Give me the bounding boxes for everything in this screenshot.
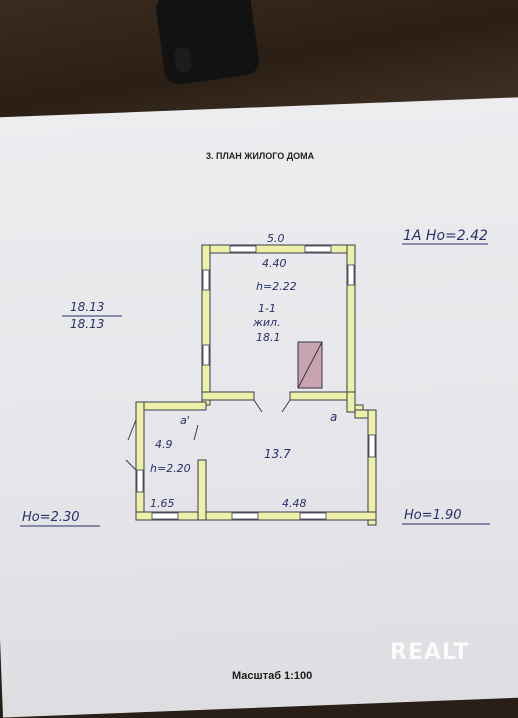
room-a1-letter: a' <box>180 414 190 427</box>
wall-divider-right <box>289 391 356 401</box>
room-1-name: жил. <box>253 316 281 329</box>
wall-left-upper <box>201 244 211 406</box>
height-left: Ho=2.30 <box>22 510 80 525</box>
total-area-bottom: 18.13 <box>70 317 105 331</box>
wall-left-a1 <box>135 401 145 521</box>
floor-plan-drawing <box>20 243 490 527</box>
wall-top-a1 <box>135 401 207 411</box>
room-a-width: 4.48 <box>282 497 307 510</box>
stove-icon <box>297 341 323 389</box>
scale-label: Масштаб 1:100 <box>232 670 313 682</box>
wall-divider-left <box>201 391 255 401</box>
wall-right-lower <box>367 409 377 526</box>
room-a1-height: h=2.20 <box>150 462 191 475</box>
underlines <box>20 243 490 527</box>
label-1a-height: 1А Ho=2.42 <box>403 228 488 244</box>
wall-bottom-a <box>197 511 377 521</box>
room-a-area: 13.7 <box>264 447 291 461</box>
height-right: Ho=1.90 <box>404 508 462 523</box>
realt-watermark: REALT <box>390 640 470 665</box>
room-1-outer-width: 5.0 <box>267 232 285 245</box>
wall-right-step <box>346 391 356 413</box>
total-area-top: 18.13 <box>70 300 105 314</box>
room-1-inner-width: 4.40 <box>262 257 287 270</box>
plan-title: 3. ПЛАН ЖИЛОГО ДОМА <box>206 151 315 161</box>
room-1-area: 18.1 <box>256 331 281 344</box>
windows <box>136 245 376 520</box>
room-1-number: 1-1 <box>258 302 276 315</box>
room-a-letter: a <box>330 410 338 424</box>
doors <box>125 399 291 471</box>
room-1-height: h=2.22 <box>256 280 297 293</box>
wall-partition-a1 <box>197 459 207 521</box>
wall-top <box>201 244 356 254</box>
room-a1-width: 1.65 <box>150 497 175 510</box>
room-a1-area: 4.9 <box>155 438 173 451</box>
